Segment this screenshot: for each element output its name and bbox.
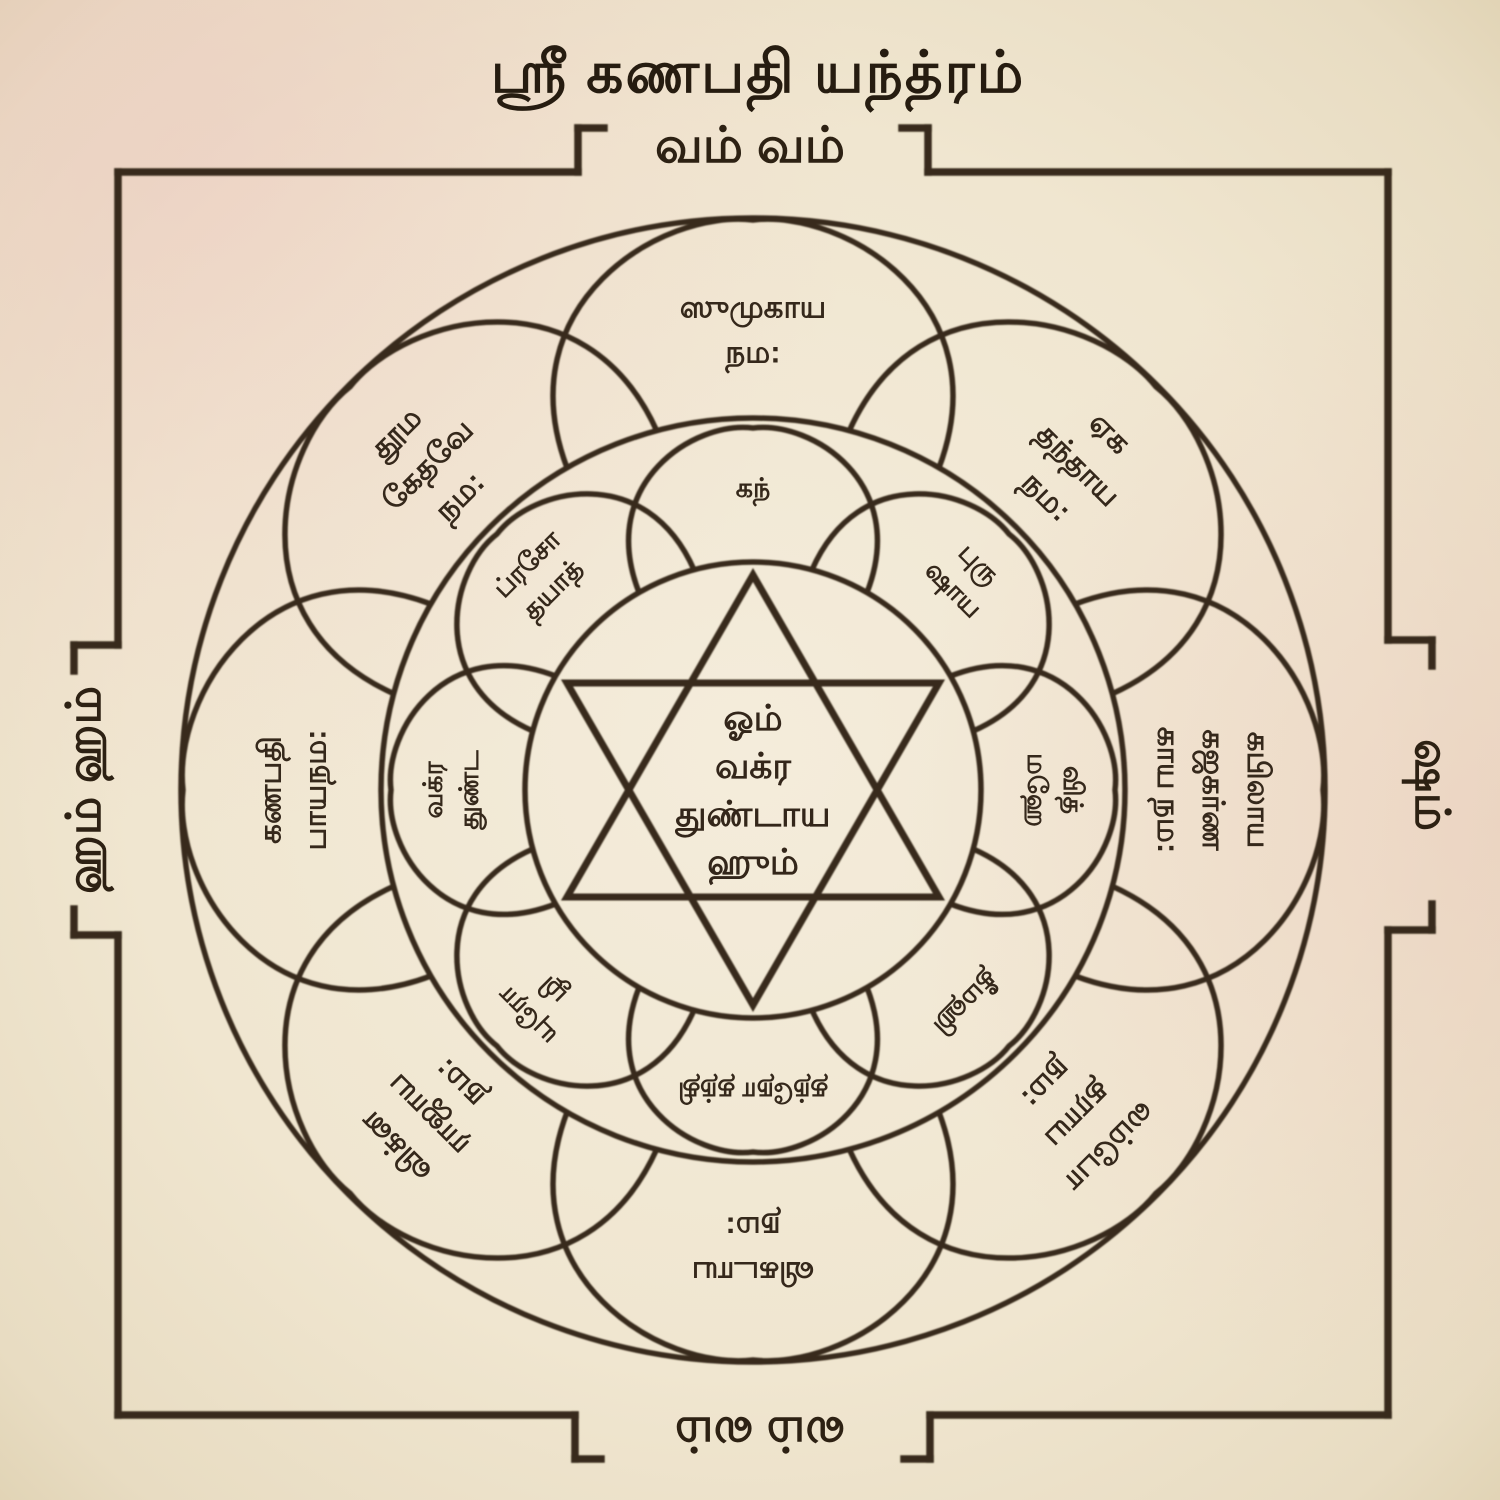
left-gate-bija: ஹம் ஹம் [58,686,116,894]
hexagram-downward-triangle [560,679,946,1012]
inner-petal-text-line: வக்ர [418,760,448,818]
inner-circle [522,559,984,1021]
outer-petal-mantra-south: விகடாய நம: [692,1207,815,1291]
center-mantra-line: வக்ர [715,745,791,786]
outer-petal-text-line: விகடாய [692,1256,815,1291]
top-gate-bija: வம் வம் [655,117,845,173]
yantra-title: ஶ்ரீ கணபதி யந்த்ரம் [491,40,1026,113]
outer-petal-text-line: நம: [725,1207,781,1246]
inner-petal-text-line: துண்ட [454,750,487,831]
inner-petal-mantra-south: தந்நோ தந்தி [678,1073,828,1107]
inner-petal-mantra-north: கந் [736,473,771,507]
center-mantra-line: ஹும் [707,841,799,885]
outer-petal-text-line: ஸுமுகாய [680,290,826,328]
inner-lotus-ring [387,424,1119,1156]
right-gate-bija: ஷம் [1401,739,1458,831]
center-mantra-line: துண்டாய [674,793,830,838]
inner-petal-text-line: தந்நோ தந்தி [678,1073,828,1107]
inner-petal-north-west [454,491,697,734]
center-mantra-line: ஓம் [723,697,782,742]
outer-petal-text-line: கஜகர்ண [1192,729,1231,851]
middle-circle [378,415,1128,1165]
outer-petal-text-line: கணபதி [253,736,292,844]
outer-petal-text-line: பாயநம: [298,729,337,850]
outer-petal-text-line: கபிலாய [1241,732,1276,849]
inner-petal-text-line: வித் [1054,766,1088,814]
bottom-gate-bija: லம் லம் [675,1407,845,1460]
yantra-lineart [70,124,1436,1463]
outer-petal-mantra-east: கபிலாய கஜகர்ணகாய நம: [1147,727,1276,853]
center-mantra: ஓம் வக்ர துண்டாய ஹும் [674,697,830,885]
outer-lotus-ring [179,216,1327,1364]
outer-petal-north-west [282,319,660,697]
outer-petal-text-line: காய நம: [1147,727,1186,853]
inner-petal-mantra-east: வித்மஹே [1019,753,1088,827]
hexagram-upward-triangle [560,568,946,901]
outer-petal-mantra-north: ஸுமுகாய நம: [680,290,826,374]
bhupura-square-border [70,124,1436,1463]
outer-petal-mantra-west: கணபதிபாயநம: [253,729,337,850]
outer-petal-text-line: நம: [724,335,780,374]
inner-petal-text-line: கந் [736,473,771,507]
inner-petal-text-line: மஹே [1019,753,1052,827]
